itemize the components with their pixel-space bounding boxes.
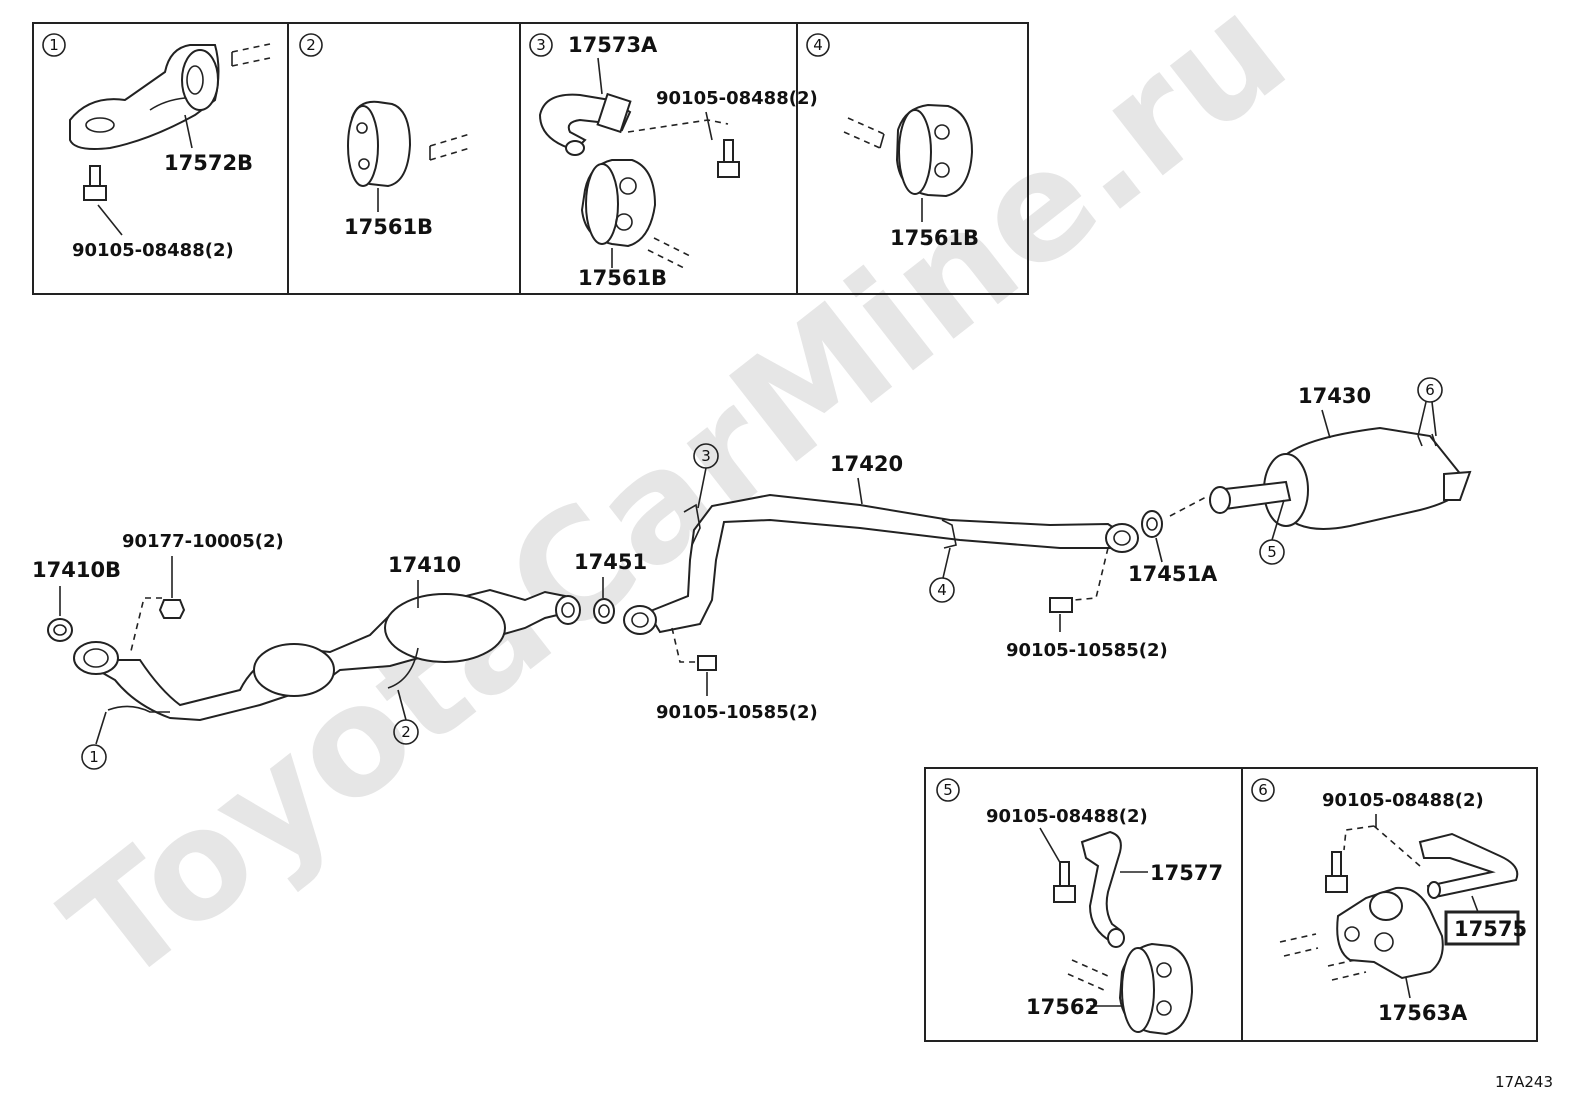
callout-4 — [929, 577, 955, 603]
bracket-17577-shape — [1080, 830, 1122, 944]
panel-4-number: 4 — [813, 36, 823, 54]
nut-90177 — [158, 599, 186, 619]
svg-text:5: 5 — [1267, 543, 1277, 561]
panel-2-number: 2 — [306, 36, 316, 54]
label-17572b: 17572B — [164, 151, 253, 175]
gasket-17451 — [593, 598, 615, 624]
label-17575: 17575 — [1454, 917, 1527, 941]
gasket-17410b — [47, 618, 73, 642]
bottom-panels-frame — [924, 767, 1538, 1042]
callout-3 — [693, 443, 719, 469]
callout-5 — [1259, 539, 1285, 565]
callout-6 — [1417, 377, 1443, 403]
main-assembly: 17410B 90177-10005(2) 17410 17451 — [32, 384, 1472, 723]
label-17451a: 17451A — [1128, 562, 1218, 586]
svg-text:1: 1 — [89, 748, 99, 766]
hanger-17563a — [1336, 886, 1444, 980]
svg-text:3: 3 — [701, 447, 711, 465]
svg-text:4: 4 — [937, 581, 947, 599]
gasket-17451a — [1141, 510, 1163, 538]
panel-2-badge — [299, 33, 323, 57]
label-17562: 17562 — [1026, 995, 1099, 1019]
label-17451: 17451 — [574, 550, 647, 574]
label-90105-10585-a: 90105-10585(2) — [656, 702, 818, 723]
top-panels: 1 17572B 90105-08488(2) 2 — [32, 22, 1029, 295]
panel-3-number: 3 — [536, 36, 546, 54]
bolt-90105-b — [1049, 597, 1073, 613]
panel-4: 4 17561B — [806, 33, 979, 250]
panel-2: 2 17561B — [299, 33, 471, 239]
panel-5-badge — [936, 778, 960, 802]
panel-6: 6 90105-08488(2) 17575 17563A — [1251, 778, 1527, 1025]
highlight-box-17575 — [1444, 910, 1520, 946]
svg-text:2: 2 — [401, 723, 411, 741]
label-17561b-p4: 17561B — [890, 226, 979, 250]
bolt-90105-a — [697, 655, 717, 671]
label-90105-08488-p1: 90105-08488(2) — [72, 240, 234, 261]
svg-text:6: 6 — [1425, 381, 1435, 399]
callout-2 — [393, 719, 419, 745]
label-17577: 17577 — [1150, 861, 1223, 885]
panel-1-badge — [42, 33, 66, 57]
panel-6-number: 6 — [1258, 781, 1268, 799]
label-17573a: 17573A — [568, 33, 658, 57]
panel-1: 1 17572B 90105-08488(2) — [42, 33, 271, 261]
label-17420: 17420 — [830, 452, 903, 476]
label-90105-10585-b: 90105-10585(2) — [1006, 640, 1168, 661]
label-17410: 17410 — [388, 553, 461, 577]
panel-5: 5 90105-08488(2) 17577 17562 — [936, 778, 1223, 1036]
label-17563a: 17563A — [1378, 1001, 1468, 1025]
panel-5-number: 5 — [943, 781, 953, 799]
top-panels-frame — [32, 22, 1029, 295]
panel-3-badge — [529, 33, 553, 57]
panel-6-badge — [1251, 778, 1275, 802]
label-17561b-p2: 17561B — [344, 215, 433, 239]
label-90177-10005: 90177-10005(2) — [122, 531, 284, 552]
label-90105-08488-p6: 90105-08488(2) — [1322, 790, 1484, 811]
panel-1-number: 1 — [49, 36, 59, 54]
drawing-code: 17A243 — [1495, 1073, 1553, 1091]
label-17410b: 17410B — [32, 558, 121, 582]
label-17430: 17430 — [1298, 384, 1371, 408]
label-17561b-p3: 17561B — [578, 266, 667, 290]
bottom-panels: 5 90105-08488(2) 17577 17562 6 90105-084… — [924, 767, 1538, 1042]
panel-4-badge — [806, 33, 830, 57]
callouts: 1 2 3 4 5 6 — [81, 377, 1443, 770]
callout-1 — [81, 744, 107, 770]
panel-3: 3 17573A 90105-08488(2) 17561B — [529, 33, 818, 290]
label-90105-08488-p5: 90105-08488(2) — [986, 806, 1148, 827]
label-90105-08488-p3: 90105-08488(2) — [656, 88, 818, 109]
